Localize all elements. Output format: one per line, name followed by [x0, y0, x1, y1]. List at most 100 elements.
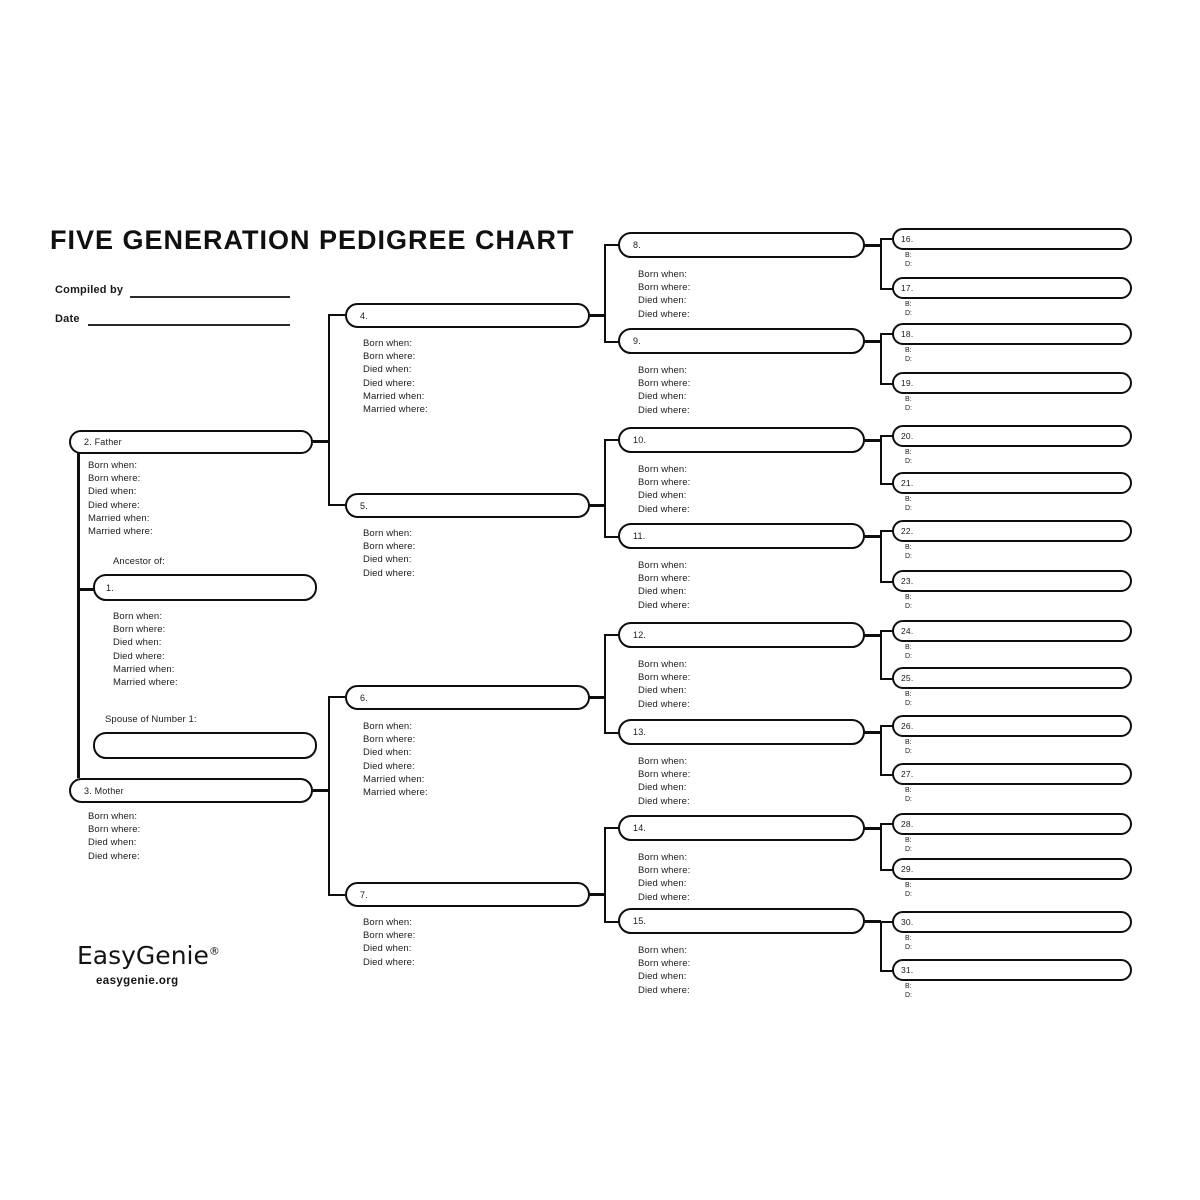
connector-line [79, 588, 94, 591]
bd-labels-30: B: D: [905, 935, 912, 951]
person-number: 28. [901, 819, 914, 829]
connector-bracket [604, 244, 619, 343]
person-box-15[interactable]: 15. [618, 908, 865, 934]
person-number: 30. [901, 917, 914, 927]
spouse-of-label: Spouse of Number 1: [105, 714, 197, 725]
spouse-box[interactable] [93, 732, 317, 759]
person-box-28[interactable]: 28. [892, 813, 1132, 835]
person-box-27[interactable]: 27. [892, 763, 1132, 785]
person-box-6[interactable]: 6. [345, 685, 590, 710]
person-box-3-mother[interactable]: 3. Mother [69, 778, 313, 803]
bd-labels-24: B: D: [905, 644, 912, 660]
person-box-23[interactable]: 23. [892, 570, 1132, 592]
person-number: 27. [901, 769, 914, 779]
person-number: 21. [901, 478, 914, 488]
person-box-4[interactable]: 4. [345, 303, 590, 328]
connector-bracket [880, 530, 893, 583]
field-labels-person-15: Born when: Born where: Died when: Died w… [638, 945, 691, 996]
connector-bracket [880, 823, 893, 871]
person-box-11[interactable]: 11. [618, 523, 865, 549]
bd-labels-22: B: D: [905, 544, 912, 560]
bd-labels-31: B: D: [905, 983, 912, 999]
person-box-22[interactable]: 22. [892, 520, 1132, 542]
person-number: 17. [901, 283, 914, 293]
field-labels-person-10: Born when: Born where: Died when: Died w… [638, 464, 691, 515]
brand-website: easygenie.org [96, 975, 179, 987]
person-box-31[interactable]: 31. [892, 959, 1132, 981]
person-number: 12. [633, 630, 647, 640]
person-box-26[interactable]: 26. [892, 715, 1132, 737]
person-number: 22. [901, 526, 914, 536]
person-number: 23. [901, 576, 914, 586]
person-number: 5. [360, 500, 368, 511]
person-box-17[interactable]: 17. [892, 277, 1132, 299]
field-labels-person-1: Born when: Born where: Died when: Died w… [113, 611, 178, 689]
person-box-9[interactable]: 9. [618, 328, 865, 354]
field-labels-person-4: Born when: Born where: Died when: Died w… [363, 338, 428, 416]
field-labels-person-11: Born when: Born where: Died when: Died w… [638, 560, 691, 611]
person-box-12[interactable]: 12. [618, 622, 865, 648]
person-box-20[interactable]: 20. [892, 425, 1132, 447]
page-title: FIVE GENERATION PEDIGREE CHART [50, 225, 575, 255]
connector-line [589, 504, 605, 507]
person-box-25[interactable]: 25. [892, 667, 1132, 689]
person-number: 18. [901, 329, 914, 339]
connector-line [77, 452, 80, 778]
connector-bracket [880, 725, 893, 776]
connector-bracket [328, 696, 345, 896]
registered-mark: ® [208, 944, 220, 958]
person-number: 2. Father [84, 437, 122, 447]
connector-line [864, 920, 881, 923]
person-number: 15. [633, 916, 647, 926]
date-field[interactable] [88, 324, 290, 326]
connector-line [589, 696, 605, 699]
person-box-10[interactable]: 10. [618, 427, 865, 453]
bd-labels-18: B: D: [905, 347, 912, 363]
person-box-30[interactable]: 30. [892, 911, 1132, 933]
connector-line [864, 827, 881, 830]
person-number: 20. [901, 431, 914, 441]
person-number: 25. [901, 673, 914, 683]
person-number: 6. [360, 692, 368, 703]
compiled-by-label: Compiled by [55, 284, 124, 296]
field-labels-person-8: Born when: Born where: Died when: Died w… [638, 269, 691, 320]
bd-labels-26: B: D: [905, 739, 912, 755]
person-number: 3. Mother [84, 785, 124, 796]
person-box-19[interactable]: 19. [892, 372, 1132, 394]
connector-bracket [328, 314, 345, 506]
connector-bracket [880, 435, 893, 485]
compiled-by-field[interactable] [130, 296, 290, 298]
person-box-29[interactable]: 29. [892, 858, 1132, 880]
person-box-2-father[interactable]: 2. Father [69, 430, 313, 454]
connector-bracket [604, 827, 619, 923]
person-box-21[interactable]: 21. [892, 472, 1132, 494]
person-number: 14. [633, 823, 647, 833]
person-box-14[interactable]: 14. [618, 815, 865, 841]
connector-bracket [604, 634, 619, 734]
connector-bracket [880, 921, 893, 972]
connector-bracket [604, 439, 619, 538]
connector-bracket [880, 333, 893, 385]
bd-labels-19: B: D: [905, 396, 912, 412]
connector-line [312, 789, 329, 792]
brand-name: EasyGenie [77, 941, 209, 970]
connector-bracket [880, 238, 893, 290]
field-labels-person-9: Born when: Born where: Died when: Died w… [638, 365, 691, 416]
person-number: 1. [106, 582, 114, 593]
ancestor-of-label: Ancestor of: [113, 556, 165, 567]
person-number: 4. [360, 310, 368, 321]
field-labels-person-14: Born when: Born where: Died when: Died w… [638, 852, 691, 903]
connector-line [864, 340, 881, 343]
person-box-18[interactable]: 18. [892, 323, 1132, 345]
person-box-24[interactable]: 24. [892, 620, 1132, 642]
person-box-16[interactable]: 16. [892, 228, 1132, 250]
person-box-8[interactable]: 8. [618, 232, 865, 258]
field-labels-person-7: Born when: Born where: Died when: Died w… [363, 917, 416, 968]
person-number: 10. [633, 435, 647, 445]
field-labels-person-2: Born when: Born where: Died when: Died w… [88, 460, 153, 538]
person-box-5[interactable]: 5. [345, 493, 590, 518]
person-box-1[interactable]: 1. [93, 574, 317, 601]
person-box-13[interactable]: 13. [618, 719, 865, 745]
person-box-7[interactable]: 7. [345, 882, 590, 907]
